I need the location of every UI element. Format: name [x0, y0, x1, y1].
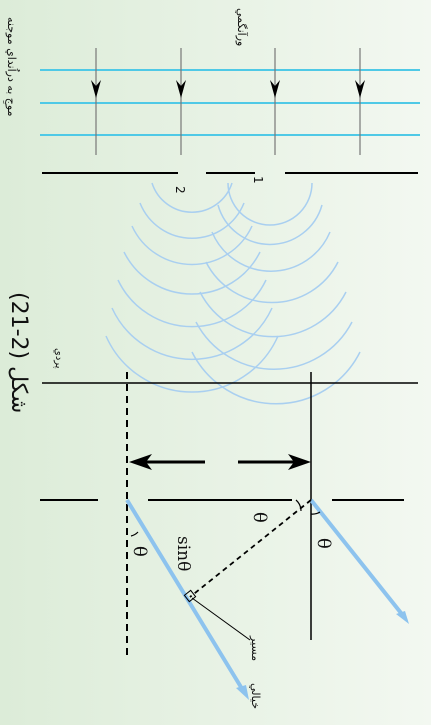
- wavelet-arc: [211, 231, 331, 272]
- wavelet-arc: [205, 261, 339, 304]
- theta-label: θ: [313, 538, 334, 549]
- path-difference-detail: [40, 372, 409, 700]
- slit-label-2: 2: [173, 186, 187, 194]
- theta-label: θ: [249, 512, 270, 523]
- slit-label-1: 1: [251, 176, 265, 184]
- wavelet-arc: [131, 225, 253, 266]
- wavelet-arc: [217, 204, 323, 246]
- ray-1: [309, 498, 407, 620]
- crest-label: ورآنگمي: [235, 8, 249, 46]
- leader-line: [191, 597, 251, 641]
- path-label: مسير: [249, 635, 262, 661]
- ray-arrowhead: [236, 685, 249, 700]
- angle-arc: [130, 531, 139, 537]
- plane-wavefronts: [40, 69, 420, 136]
- wavelet-arc: [123, 251, 261, 295]
- imaginary-label: خيالي: [249, 683, 262, 709]
- wavelets-slit-2: [105, 182, 279, 393]
- perpendicular-dashed: [189, 499, 312, 598]
- wavelet-arc: [139, 202, 245, 239]
- propagation-arrows: [91, 48, 365, 155]
- arrowhead: [288, 454, 311, 470]
- arrowhead: [270, 80, 280, 98]
- wavefront-label: موجِ به دراُنداي موجنه: [3, 17, 21, 117]
- arrowhead: [91, 80, 101, 98]
- screen-label: پردي: [53, 348, 64, 369]
- right-angle-marker: [183, 589, 197, 603]
- wavelets-slit-1: [191, 182, 361, 405]
- sin-theta-label: sinθ: [173, 536, 193, 571]
- angle-arc: [310, 511, 321, 515]
- wavelet-arc: [105, 335, 279, 393]
- wavelet-arc: [195, 321, 353, 370]
- angle-arc: [295, 499, 302, 512]
- arrowhead: [129, 454, 152, 470]
- arrowhead: [176, 80, 186, 98]
- ray-arrowhead: [396, 611, 409, 624]
- wavelet-arc: [227, 182, 313, 226]
- figure-caption: شکل (2-21): [6, 292, 31, 413]
- wavelet-arc: [151, 182, 233, 213]
- wavelet-arc: [199, 291, 347, 338]
- theta-label: θ: [129, 546, 150, 557]
- wavelet-arc: [191, 351, 361, 405]
- arrowhead: [355, 80, 365, 98]
- wavelet-arc: [117, 279, 267, 328]
- wavelet-arc: [111, 307, 273, 361]
